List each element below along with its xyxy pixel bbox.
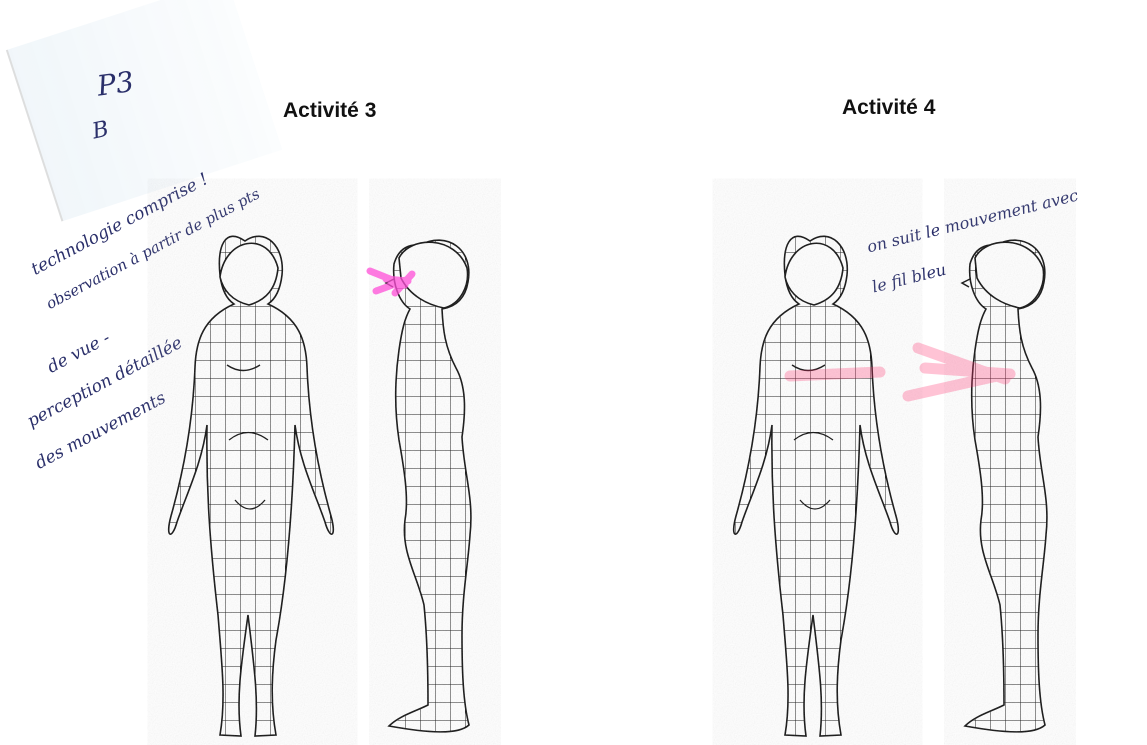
activity-3-back-figure xyxy=(165,230,340,745)
activity-4-side-figure xyxy=(955,230,1065,745)
activity-3-side-figure xyxy=(380,230,490,745)
activity-4-back-figure xyxy=(730,230,905,745)
